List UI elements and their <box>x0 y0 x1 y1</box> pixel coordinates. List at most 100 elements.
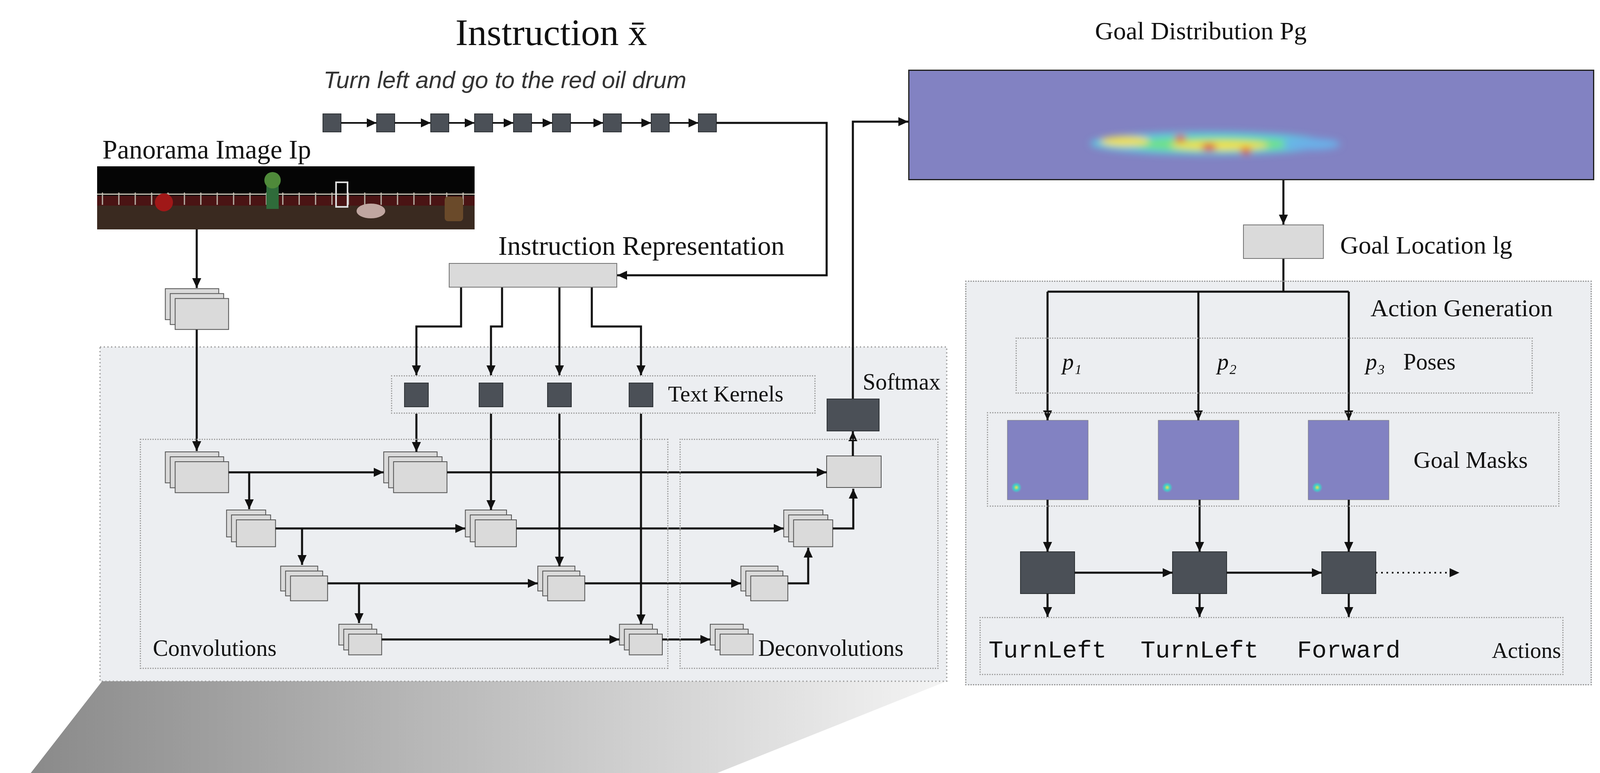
arrow-head <box>503 118 514 128</box>
panorama-image: Panorama Image Ip <box>97 166 475 230</box>
region: Convolutions <box>139 438 669 670</box>
feature-map <box>393 461 447 494</box>
feature-arrow <box>381 638 620 641</box>
arrow-head <box>609 635 620 645</box>
region: Text Kernels <box>390 375 816 414</box>
representation-box: Instruction Representation <box>448 263 618 288</box>
arrow-head <box>554 365 564 376</box>
arrow-head <box>486 500 496 511</box>
token <box>698 113 717 132</box>
connector-line <box>558 413 561 567</box>
token <box>474 113 493 132</box>
label: p₂ <box>1217 349 1237 375</box>
connector-line <box>591 287 641 376</box>
text-kernel <box>404 383 429 407</box>
heatmap <box>908 69 1595 181</box>
policy-cell <box>1321 552 1376 594</box>
recurrent-arrow <box>1226 572 1322 575</box>
connector <box>1279 180 1289 225</box>
region: Deconvolutions <box>679 438 939 670</box>
arrow-head <box>1449 568 1460 578</box>
label: Instruction x̄ <box>455 11 648 54</box>
policy-cell <box>1172 552 1227 594</box>
arrow-head <box>1162 568 1173 578</box>
label: Poses <box>1403 349 1456 375</box>
arrow-head <box>411 442 421 453</box>
panorama-ground <box>97 204 475 230</box>
heat-blob <box>1170 140 1269 151</box>
heat-peak <box>1201 143 1217 152</box>
label: TurnLeft <box>1140 637 1259 665</box>
arrow-head <box>366 118 377 128</box>
connector <box>852 117 909 399</box>
feature-arrow <box>787 547 809 584</box>
text-kernel <box>629 383 653 407</box>
arrow-head <box>486 365 496 376</box>
arrow-head <box>527 579 538 589</box>
fence-rail <box>97 193 475 196</box>
label: Instruction Representation <box>498 231 785 262</box>
label: Goal Location lg <box>1340 231 1513 260</box>
label: Goal Distribution Pg <box>1095 16 1307 45</box>
arrow-head <box>593 118 604 128</box>
merge-box <box>826 456 882 488</box>
mask-dot <box>1311 482 1323 494</box>
goal-mask <box>1158 420 1239 500</box>
connector <box>411 287 646 376</box>
token <box>376 113 395 132</box>
feature-arrow <box>228 471 384 474</box>
connector-line <box>852 121 909 399</box>
connector-line <box>640 413 643 625</box>
token <box>552 113 571 132</box>
token <box>651 113 670 132</box>
token-line <box>716 122 735 125</box>
connector <box>192 229 202 452</box>
arrow-head <box>1344 607 1354 618</box>
arrow-head <box>354 613 364 624</box>
arrow-head <box>297 555 307 566</box>
arrow-head <box>464 118 475 128</box>
feature-map <box>629 634 663 656</box>
action-panel: Action Generationp₁p₂p₃PosesGoal MasksTu… <box>965 280 1592 686</box>
arrow-head <box>192 441 202 452</box>
barrel <box>444 196 464 222</box>
panorama-wall <box>97 195 475 206</box>
arrow-head <box>773 524 784 534</box>
heat-peak <box>1240 147 1252 155</box>
panorama-image <box>97 166 475 230</box>
heat-peak <box>1174 135 1187 142</box>
red-ball <box>154 193 173 212</box>
arrow-head <box>455 524 466 534</box>
heat-blob <box>1282 138 1341 150</box>
ladder <box>336 182 348 207</box>
zoom-wedge <box>30 681 947 773</box>
goal-location-box: Goal Location lg <box>1243 224 1324 260</box>
arrow-head <box>411 365 421 376</box>
feature-map <box>348 634 382 656</box>
arrow-head <box>373 468 384 478</box>
arrow-head <box>688 118 699 128</box>
connector-line <box>1197 291 1200 421</box>
arrow-head <box>700 635 711 645</box>
arrow-head <box>1043 607 1053 618</box>
heat-blob <box>1100 136 1150 147</box>
label: Deconvolutions <box>758 636 904 662</box>
arrow-head <box>1279 214 1289 225</box>
arrow-head <box>803 547 813 558</box>
label: p₃ <box>1365 349 1385 375</box>
arrow-head <box>192 278 202 289</box>
label: Forward <box>1297 637 1401 665</box>
text-kernel <box>547 383 572 407</box>
policy-cell <box>1020 552 1075 594</box>
connector <box>411 413 646 625</box>
feature-arrow <box>275 527 466 530</box>
arrow-head <box>731 579 741 589</box>
goal-mask <box>1308 420 1389 500</box>
feature-map <box>475 520 517 548</box>
token <box>430 113 449 132</box>
connector <box>1043 259 1354 421</box>
label: Turn left and go to the red oil drum <box>323 66 687 94</box>
feature-map <box>175 298 229 330</box>
feature-map <box>720 634 754 656</box>
